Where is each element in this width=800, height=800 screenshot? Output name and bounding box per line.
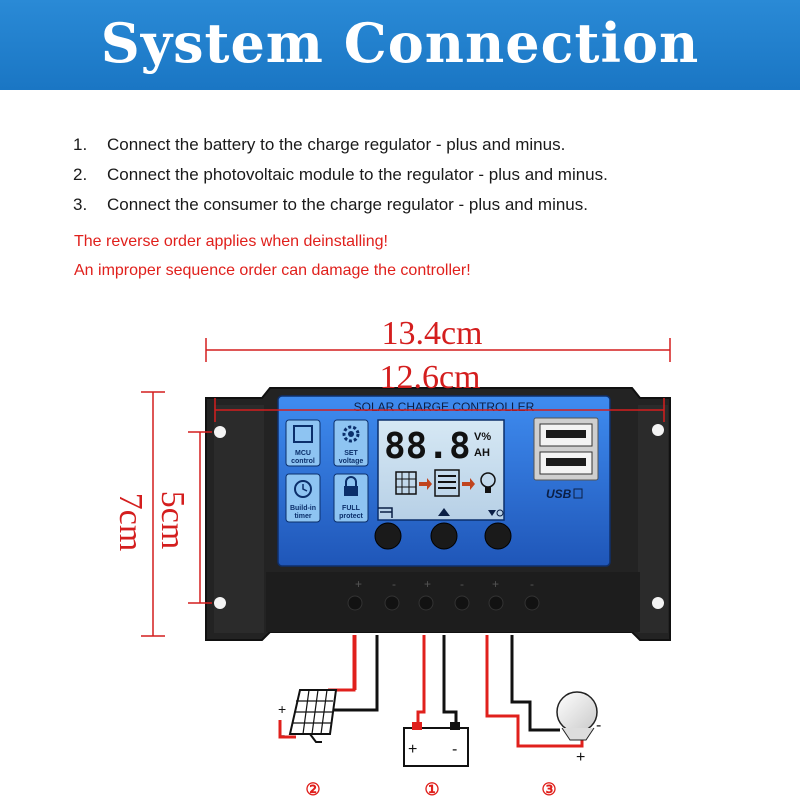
mounting-hole — [214, 597, 226, 609]
lcd-value: 88.8 — [384, 426, 471, 467]
terminal-mark: - — [530, 577, 534, 591]
lcd-display: 88.8 V% AH — [377, 419, 505, 521]
lcd-arrow-icon — [419, 478, 432, 490]
down-button[interactable] — [484, 522, 512, 550]
step-text: Connect the battery to the charge regula… — [107, 135, 566, 154]
battery-icon — [403, 722, 469, 767]
icon-label: FULL — [342, 505, 361, 512]
mounting-hole — [214, 426, 226, 438]
terminal-mark: + — [492, 577, 499, 591]
mount-height-label: 5cm — [154, 491, 191, 550]
up-button[interactable] — [430, 522, 458, 550]
terminal-mark: + — [355, 577, 362, 591]
terminal-mark: - — [460, 577, 464, 591]
bulb-icon — [556, 691, 598, 741]
clock-icon: Build-in timer — [285, 473, 321, 523]
terminal-screw — [454, 595, 470, 611]
bulb-plus-sign: + — [576, 749, 585, 766]
dimension-lines — [141, 338, 671, 637]
lock-icon: FULL protect — [333, 473, 369, 523]
mcu-icon: MCU control — [285, 419, 321, 467]
list-item: 3. Connect the consumer to the charge reg… — [73, 190, 608, 220]
step-text: Connect the photovoltaic module to the r… — [107, 165, 608, 184]
icon-label: MCU — [295, 450, 311, 457]
lcd-bulb-icon — [480, 472, 496, 493]
mounting-hole — [652, 597, 664, 609]
battery-minus-sign: - — [452, 741, 457, 758]
terminal-screw — [384, 595, 400, 611]
step-number: 2. — [73, 165, 88, 184]
icon-label: timer — [294, 513, 311, 520]
lcd-arrow-icon — [462, 478, 475, 490]
bulb-minus-sign: - — [596, 717, 601, 734]
lcd-battery-icon — [434, 469, 460, 497]
terminal-screw — [347, 595, 363, 611]
overall-height-label: 7cm — [112, 493, 149, 552]
list-item: 2. Connect the photovoltaic module to the… — [73, 160, 608, 190]
list-item: 1. Connect the battery to the charge regu… — [73, 130, 608, 160]
lcd-solar-icon — [395, 471, 417, 495]
step-number: 3. — [73, 195, 88, 214]
power-icon — [496, 509, 504, 517]
gear-icon: SET voltage — [333, 419, 369, 467]
page-title: System Connection — [100, 11, 700, 75]
connection-order-solar: ② — [305, 780, 321, 799]
panel-label: SOLAR CHARGE CONTROLLER — [354, 400, 535, 414]
title-banner: System Connection — [0, 0, 800, 90]
terminal-screw — [488, 595, 504, 611]
terminal-strip: + - + - + - — [266, 572, 640, 632]
usb-icon — [573, 488, 583, 499]
icon-label: protect — [339, 513, 363, 520]
lcd-unit: AH — [474, 447, 490, 459]
warning-text: An improper sequence order can damage th… — [74, 262, 471, 279]
connection-order-battery: ① — [424, 780, 440, 799]
connection-order-load: ③ — [541, 780, 557, 799]
step-number: 1. — [73, 135, 88, 154]
terminal-mark: + — [424, 577, 431, 591]
battery-plus-sign: + — [408, 741, 417, 758]
mount-width-label: 12.6cm — [379, 359, 480, 396]
usb-ports: USB — [533, 417, 599, 501]
overall-width-label: 13.4cm — [381, 315, 482, 352]
panel-plus-sign: + — [278, 701, 286, 717]
solar-panel-icon — [288, 689, 338, 743]
down-arrow-icon — [488, 510, 496, 516]
icon-label: Build-in — [290, 505, 316, 512]
panel-wire — [278, 720, 296, 739]
mounting-hole — [652, 424, 664, 436]
up-arrow-icon — [438, 508, 450, 516]
button-icons — [378, 507, 504, 518]
instruction-list: 1. Connect the battery to the charge regu… — [73, 130, 608, 220]
lcd-unit: V% — [474, 431, 491, 443]
terminal-screw — [524, 595, 540, 611]
icon-label: SET — [344, 450, 358, 457]
icon-label: voltage — [339, 458, 364, 465]
menu-icon — [378, 507, 393, 518]
usb-label: USB — [546, 487, 572, 501]
terminal-screw — [418, 595, 434, 611]
warning-text: The reverse order applies when deinstall… — [74, 233, 388, 250]
menu-button[interactable] — [374, 522, 402, 550]
terminal-mark: - — [392, 577, 396, 591]
icon-label: control — [291, 458, 315, 465]
step-text: Connect the consumer to the charge regul… — [107, 195, 588, 214]
